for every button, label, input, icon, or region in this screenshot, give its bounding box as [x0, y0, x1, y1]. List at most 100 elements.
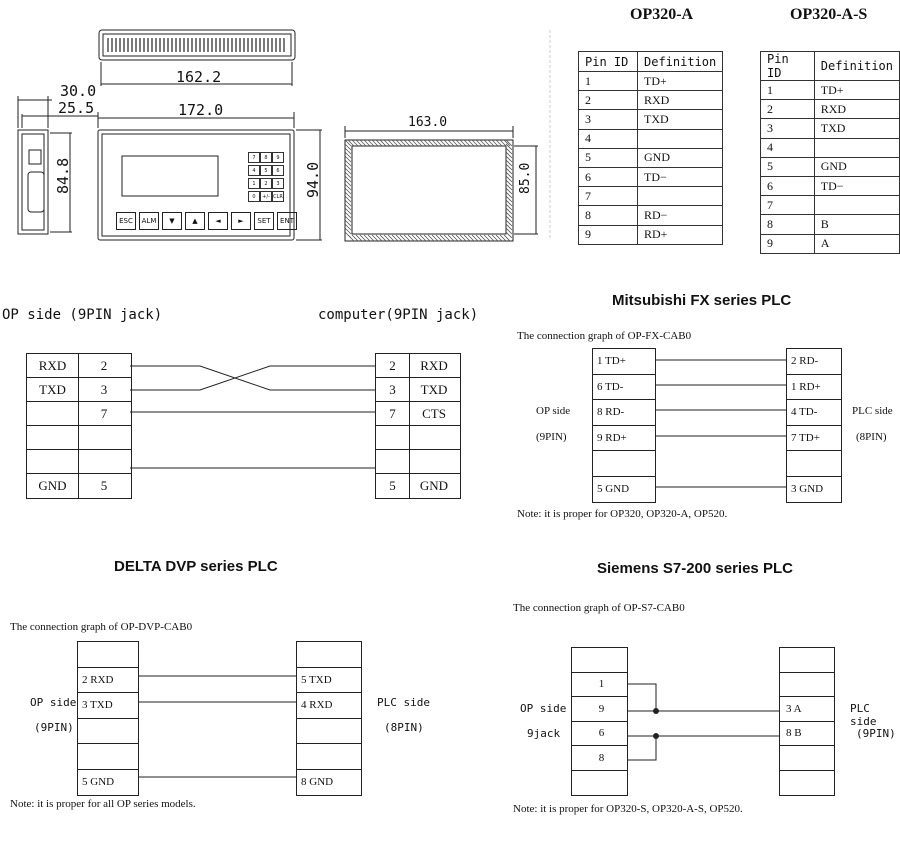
- connector-cell: [376, 426, 410, 449]
- fx-plc-side: PLC side: [852, 405, 893, 417]
- connector-cell: 2 RD-: [791, 355, 819, 368]
- connector-cell: 3 TXD: [82, 699, 113, 712]
- connector-cell: GND: [27, 474, 79, 498]
- pad-key-4: 5: [260, 165, 272, 176]
- list-item: 4 RXD: [297, 693, 361, 719]
- connector-cell: 5: [376, 474, 410, 498]
- list-item: 7: [27, 402, 131, 426]
- list-item: [572, 648, 627, 673]
- list-item: [78, 642, 138, 668]
- connector-cell: 7: [100, 405, 108, 421]
- list-item: 2 RXD: [78, 668, 138, 693]
- list-item: [780, 746, 834, 771]
- connector-cell: 1 RD+: [791, 380, 821, 393]
- pin-definition-cell: GND: [636, 147, 724, 168]
- connector-cell: 7: [376, 402, 410, 425]
- dim-25: 25.5: [58, 99, 95, 117]
- delta-note: Note: it is proper for all OP series mod…: [10, 798, 196, 810]
- delta-title: DELTA DVP series PLC: [114, 558, 278, 575]
- list-item: 9 RD+: [593, 426, 655, 451]
- connector-cell: [376, 450, 410, 473]
- key-5: ►: [231, 212, 251, 230]
- connector-cell: TXD: [27, 378, 79, 401]
- connector-cell: [27, 426, 79, 449]
- connector-cell: CTS: [422, 405, 446, 421]
- list-item: GND 5: [27, 474, 131, 498]
- connector-cell: 3 GND: [791, 483, 824, 496]
- list-item: [78, 744, 138, 770]
- list-item: 4 TD-: [787, 400, 841, 426]
- pin-definition-cell: RD+: [636, 224, 724, 245]
- pad-key-8: 3: [272, 178, 284, 189]
- list-item: [297, 642, 361, 668]
- key-4: ◄: [208, 212, 228, 230]
- pad-key-11: CLR: [272, 191, 284, 202]
- list-item: 6 TD-: [593, 375, 655, 400]
- connector-cell: GND: [419, 478, 449, 493]
- connector-cell: 4 RXD: [301, 699, 333, 712]
- connector-cell: 2: [376, 354, 410, 377]
- list-item: 8 B: [780, 722, 834, 746]
- list-item: [787, 451, 841, 477]
- s7-plc-pin: (9PIN): [856, 727, 896, 740]
- s7-caption: The connection graph of OP-S7-CAB0: [513, 602, 685, 614]
- pad-key-0: 7: [248, 152, 260, 163]
- connector-cell: 6 TD-: [597, 380, 624, 393]
- delta-caption: The connection graph of OP-DVP-CAB0: [10, 621, 193, 633]
- pad-key-9: 0: [248, 191, 260, 202]
- connector-cell: 5 TXD: [301, 673, 332, 686]
- s7-plc-side: PLC side: [850, 702, 877, 728]
- connector-cell: 8 B: [786, 727, 802, 740]
- key-0: ESC: [116, 212, 136, 230]
- pad-key-5: 6: [272, 165, 284, 176]
- connector-cell: 8 RD-: [597, 406, 625, 419]
- delta-plc-pin: (8PIN): [384, 721, 424, 734]
- pin-definition-cell: TXD: [636, 109, 724, 130]
- fx-note: Note: it is proper for OP320, OP320-A, O…: [517, 508, 728, 520]
- dim-30: 30.0: [60, 82, 97, 100]
- dim-172: 172.0: [178, 101, 224, 119]
- connector-cell: 2 RXD: [82, 673, 114, 686]
- list-item: 8: [572, 746, 627, 771]
- s7-op-pin: 9jack: [527, 727, 561, 740]
- key-2: ▼: [162, 212, 182, 230]
- connector-cell: 2: [100, 357, 108, 373]
- list-item: [297, 744, 361, 770]
- list-item: 2 RD-: [787, 349, 841, 375]
- s7-op-side: OP side: [520, 702, 567, 715]
- fx-caption: The connection graph of OP-FX-CAB0: [517, 330, 692, 342]
- connector-cell: 5 GND: [597, 483, 630, 496]
- list-item: 7 TD+: [787, 426, 841, 451]
- pad-key-2: 9: [272, 152, 284, 163]
- connector-cell: 3: [100, 381, 108, 397]
- connector-cell: 5: [100, 478, 108, 493]
- list-item: 1: [572, 673, 627, 697]
- list-item: [376, 450, 460, 474]
- pc-op-side-title: OP side (9PIN jack): [2, 307, 163, 323]
- pin-table-header: Pin ID: [760, 51, 815, 81]
- s7-title: Siemens S7-200 series PLC: [597, 560, 793, 577]
- list-item: 9: [572, 697, 627, 722]
- fx-title: Mitsubishi FX series PLC: [612, 292, 792, 309]
- connector-cell: 1: [598, 678, 605, 691]
- delta-plc-side: PLC side: [377, 696, 430, 709]
- pad-key-3: 4: [248, 165, 260, 176]
- list-item: 5 GND: [376, 474, 460, 498]
- list-item: [593, 451, 655, 477]
